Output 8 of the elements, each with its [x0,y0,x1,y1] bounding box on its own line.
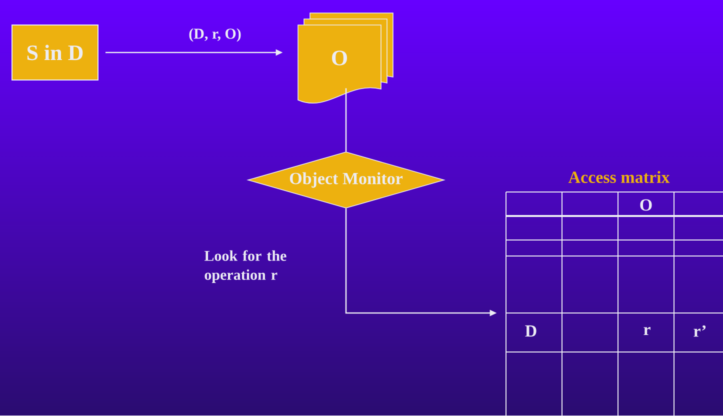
document-stack: O [298,12,394,104]
table-cell-text: r’ [694,325,706,337]
table-cell-text: D [525,325,536,337]
process-box: S in D [12,24,98,80]
table-cell-text: r [644,326,650,336]
table-cell-text: O [640,199,652,211]
edge-label: (D, r, O) [189,28,241,42]
edge-label: Look for the operation r [204,250,286,283]
